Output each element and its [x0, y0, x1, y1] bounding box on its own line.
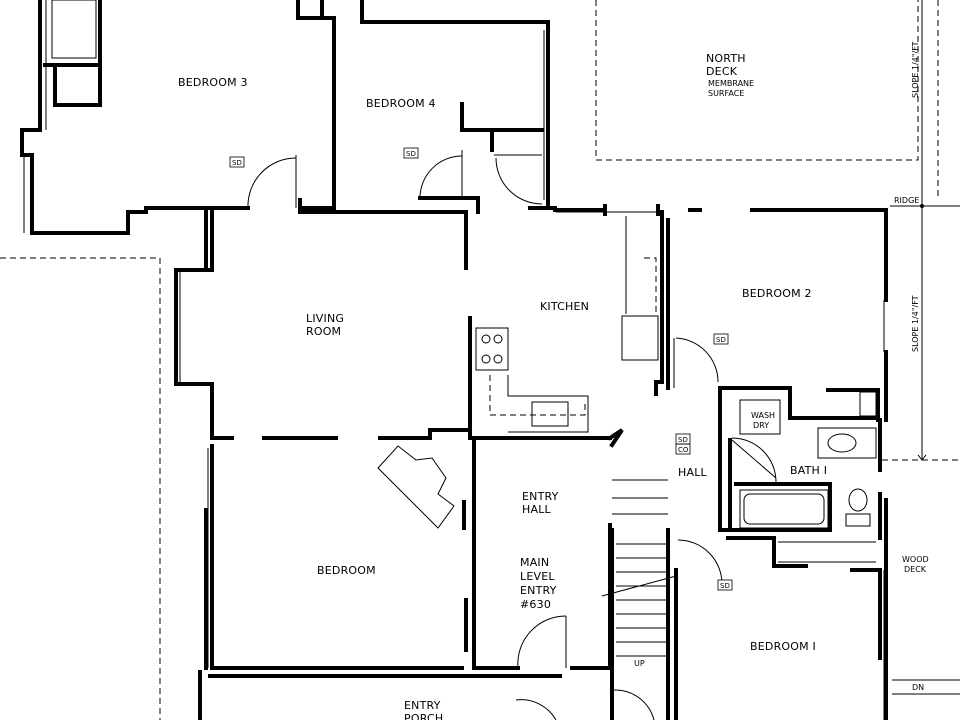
label-bath-1: BATH I [790, 464, 827, 477]
label-living-1: LIVING [306, 312, 344, 325]
label-bedroom-1: BEDROOM I [750, 640, 816, 653]
vanity-sink-icon [817, 427, 877, 459]
svg-text:SD: SD [232, 159, 242, 167]
label-wood-deck-1: WOOD [902, 555, 929, 564]
svg-text:SD: SD [716, 336, 726, 344]
label-north-deck-1: NORTH [706, 52, 746, 65]
washer-dryer-icon [739, 399, 781, 435]
ridge-note: RIDGE [894, 196, 919, 205]
range-icon [475, 327, 509, 371]
refrigerator-icon [621, 315, 659, 361]
label-main-entry-4: #630 [520, 598, 551, 611]
bathtub-icon [739, 489, 829, 529]
label-entry-porch-1: ENTRY [404, 699, 441, 712]
label-deck-note-2: SURFACE [708, 89, 744, 98]
sd-tag-bedroom-4: SD [403, 147, 419, 159]
label-bedroom-3: BEDROOM 3 [178, 76, 248, 89]
sink-icon [531, 401, 569, 427]
label-entry-hall-1: ENTRY [522, 490, 559, 503]
slope-note-upper: SLOPE 1/4"/FT [911, 41, 920, 98]
label-main-entry-3: ENTRY [520, 584, 557, 597]
svg-text:CO: CO [678, 446, 689, 454]
label-main-entry-1: MAIN [520, 556, 549, 569]
stair-down-note: DN [912, 683, 924, 692]
room-labels: BEDROOM 3 BEDROOM 4 NORTH DECK MEMBRANE … [178, 52, 929, 720]
fixtures [51, 0, 877, 563]
window-lines [23, 0, 885, 720]
sd-co-tag-hall: SD CO [675, 433, 691, 455]
fireplace-icon [377, 445, 455, 529]
sd-tag-bedroom-3: SD [229, 156, 245, 168]
smoke-detectors: SD SD SD SD CO SD [229, 147, 733, 591]
slope-note-lower: SLOPE 1/4"/FT [911, 295, 920, 352]
slope-markers [890, 0, 960, 695]
doors [247, 150, 777, 720]
sd-tag-bedroom-2: SD [713, 333, 729, 345]
annotations: SLOPE 1/4"/FT SLOPE 1/4"/FT RIDGE UP DN [634, 41, 924, 692]
svg-text:SD: SD [406, 150, 416, 158]
label-bedroom-2: BEDROOM 2 [742, 287, 812, 300]
label-entry-porch-2: PORCH [404, 712, 443, 720]
stair-up-note: UP [634, 659, 645, 668]
label-kitchen: KITCHEN [540, 300, 589, 313]
label-living-2: ROOM [306, 325, 341, 338]
svg-text:SD: SD [678, 436, 688, 444]
stair-treads [601, 543, 677, 657]
label-wood-deck-2: DECK [904, 565, 927, 574]
toilet-icon [848, 488, 868, 512]
label-entry-hall-2: HALL [522, 503, 552, 516]
walls [20, 0, 888, 720]
label-bedroom-4: BEDROOM 4 [366, 97, 436, 110]
label-hall: HALL [678, 466, 708, 479]
label-north-deck-2: DECK [706, 65, 738, 78]
label-wash: WASH [751, 411, 775, 420]
label-deck-note-1: MEMBRANE [708, 79, 754, 88]
svg-text:SD: SD [720, 582, 730, 590]
label-main-entry-2: LEVEL [520, 570, 555, 583]
label-bedroom: BEDROOM [317, 564, 376, 577]
sd-tag-bedroom-1: SD [717, 579, 733, 591]
label-dry: DRY [753, 421, 769, 430]
